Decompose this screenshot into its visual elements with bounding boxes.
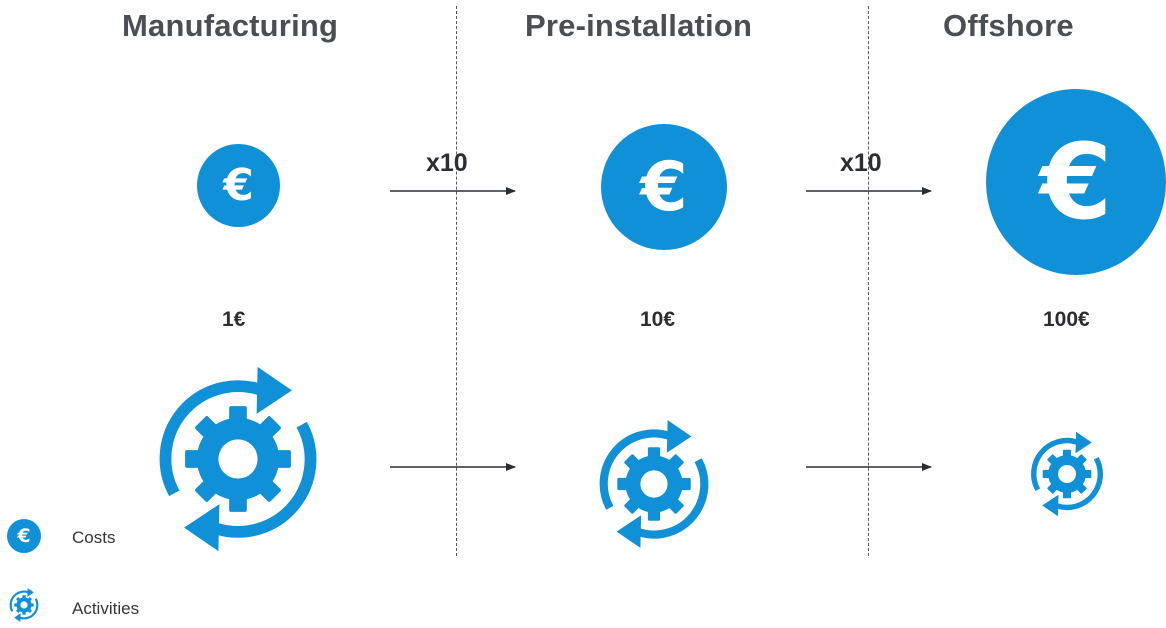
cost-arrow (390, 187, 516, 195)
legend-activities-label: Activities (72, 599, 140, 618)
cost-arrow (806, 187, 932, 195)
stage-divider (456, 6, 457, 556)
euro-symbol: € (223, 160, 254, 211)
gear-cycle-icon (586, 405, 722, 563)
stage-title-offshore: Offshore (943, 8, 1074, 43)
cost-amount-manufacturing: 1€ (222, 308, 246, 331)
euro-coin-icon: € (197, 144, 280, 227)
euro-coin-icon: € (986, 89, 1166, 275)
euro-symbol: € (640, 147, 688, 227)
euro-coin-icon: € (601, 124, 727, 250)
cost-amount-offshore: 100€ (1043, 308, 1090, 331)
multiplier-label: x10 (426, 149, 468, 177)
stage-title-pre-installation: Pre-installation (525, 8, 753, 43)
legend-costs-label: Costs (72, 528, 116, 547)
gear-cycle-icon (1022, 426, 1112, 522)
gear-cycle-icon (140, 358, 336, 560)
legend-euro-coin-icon: € (7, 519, 41, 553)
cost-amount-pre-installation: 10€ (640, 308, 676, 331)
activity-arrow (390, 463, 516, 471)
multiplier-label: x10 (840, 149, 882, 177)
stage-divider (868, 6, 869, 556)
activity-arrow (806, 463, 932, 471)
euro-symbol: € (1039, 121, 1113, 243)
legend-gear-cycle-icon (6, 586, 42, 624)
euro-symbol: € (17, 525, 31, 547)
stage-title-manufacturing: Manufacturing (122, 8, 339, 43)
